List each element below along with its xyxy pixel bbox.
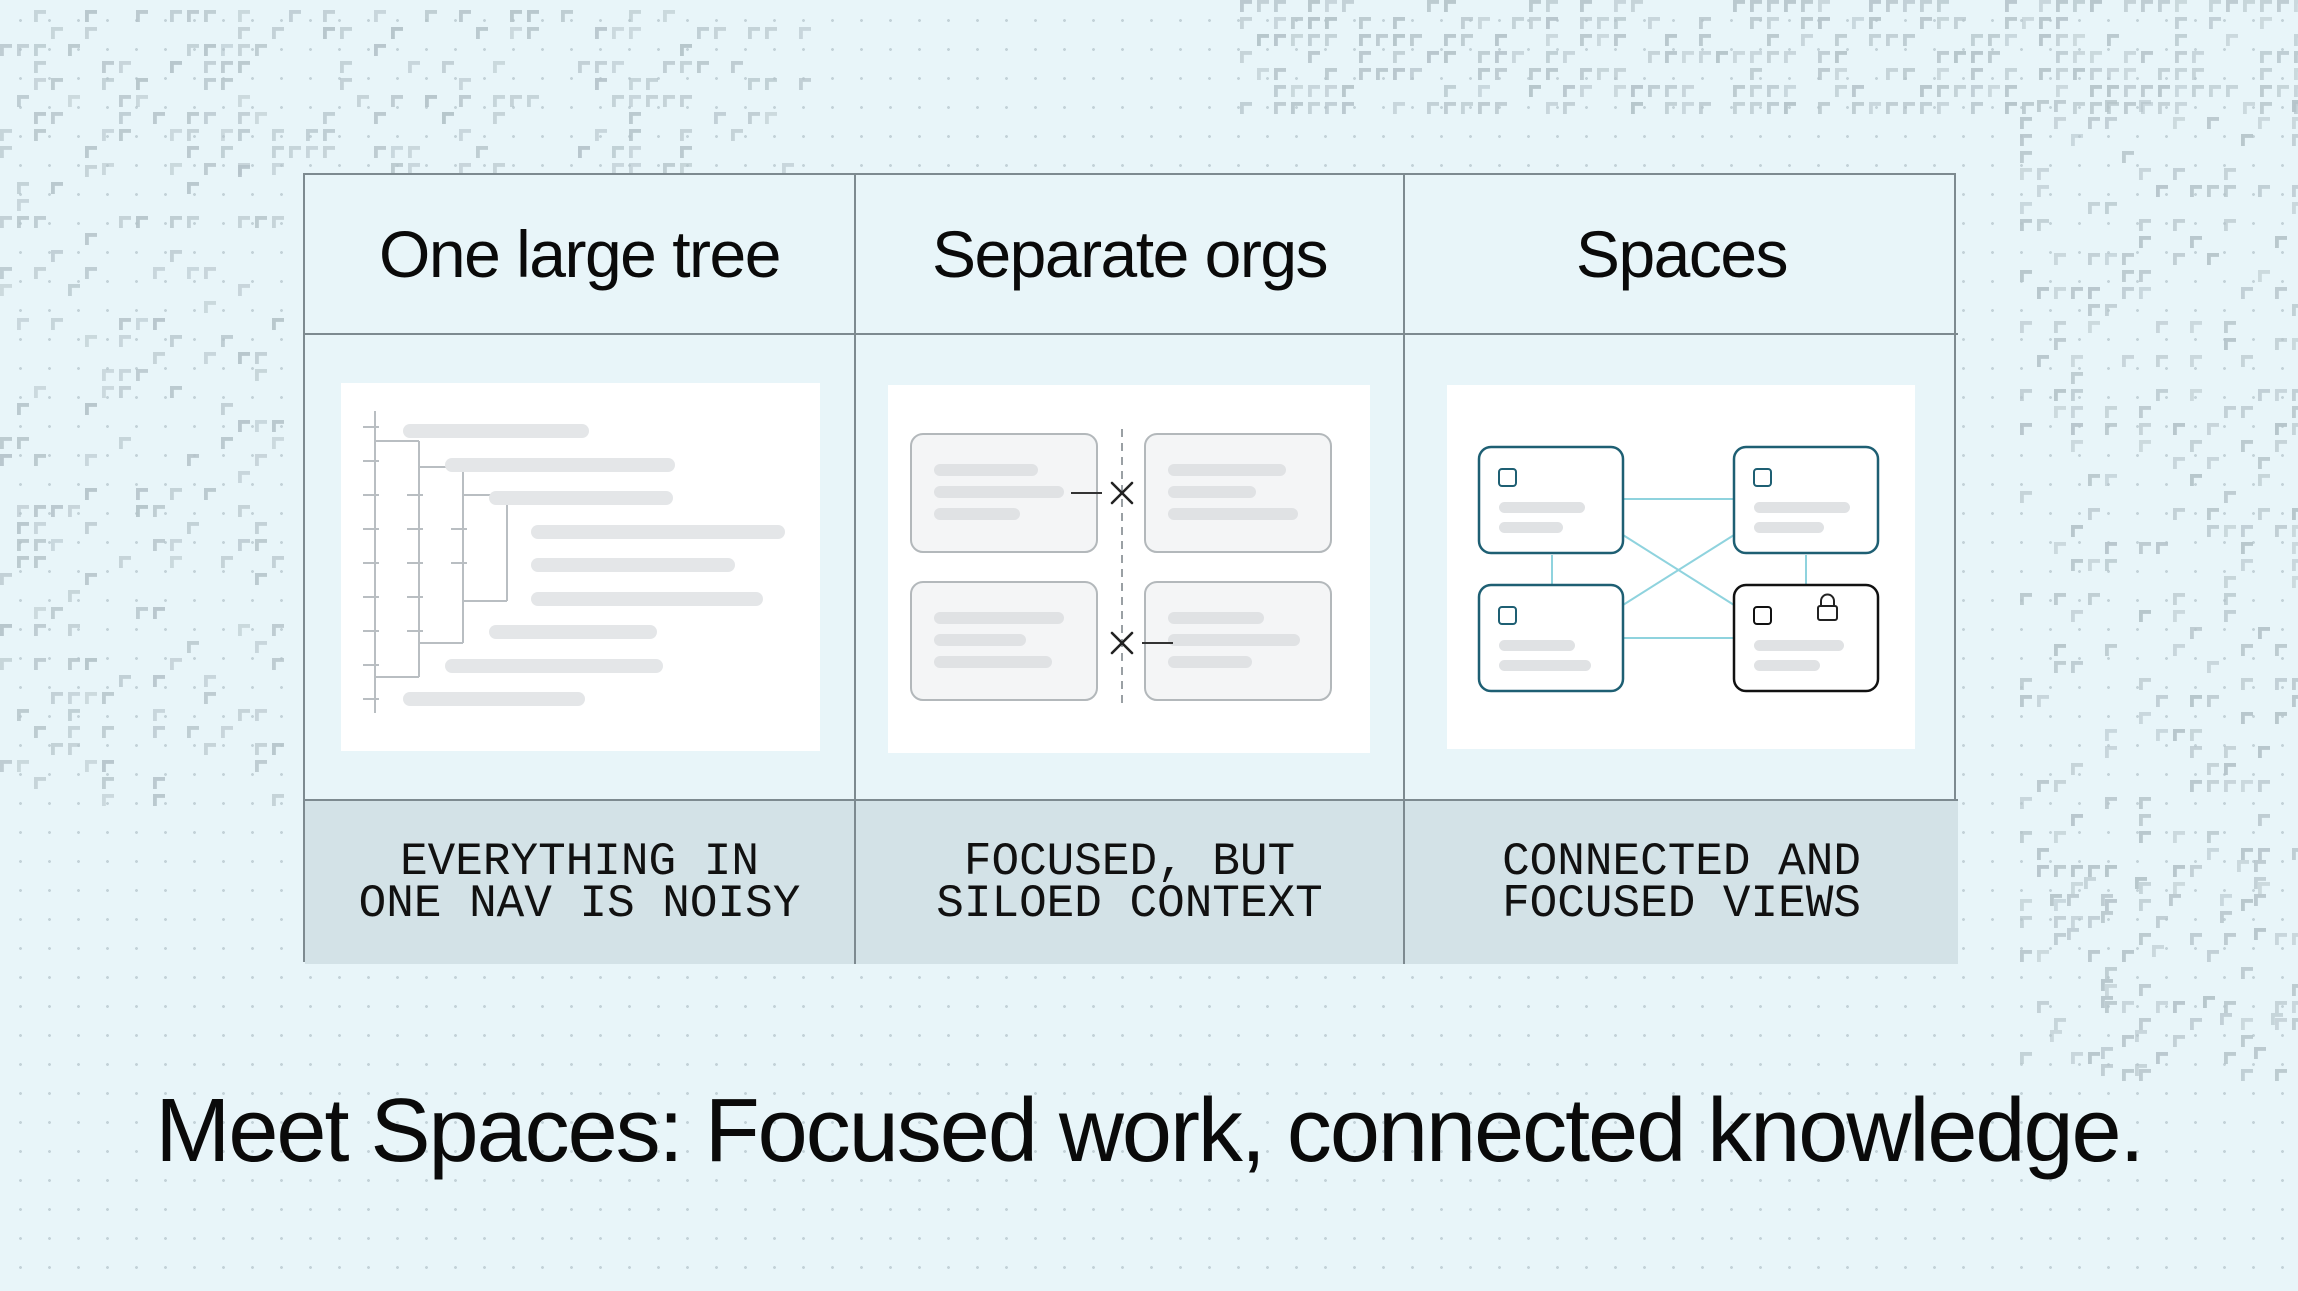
orgs-illustration-panel: [888, 385, 1370, 753]
caption-spaces-line2: FOCUSED VIEWS: [1502, 877, 1861, 930]
caption-orgs-line1: FOCUSED, BUT: [963, 835, 1296, 888]
column-title-orgs: Separate orgs: [931, 217, 1329, 291]
caption-spaces-line1: CONNECTED AND: [1502, 835, 1861, 888]
column-title-spaces: Spaces: [1575, 217, 1789, 291]
caption-tree-line2: ONE NAV IS NOISY: [358, 877, 801, 930]
orgs-illustration: [910, 429, 1332, 703]
tagline: Meet Spaces: Focused work, connected kno…: [155, 1081, 2144, 1181]
column-header-orgs: Separate orgs: [856, 175, 1405, 335]
illustration-cell-orgs: [856, 335, 1405, 801]
spaces-illustration-panel: [1447, 385, 1915, 749]
tree-illustration: [363, 411, 785, 713]
caption-spaces: CONNECTED AND FOCUSED VIEWS: [1502, 835, 1861, 930]
caption-orgs-line2: SILOED CONTEXT: [936, 877, 1323, 930]
caption-cell-orgs: FOCUSED, BUT SILOED CONTEXT: [856, 801, 1405, 964]
column-header-spaces: Spaces: [1405, 175, 1958, 335]
caption-tree: EVERYTHING IN ONE NAV IS NOISY: [358, 835, 801, 930]
close-icon: [1110, 481, 1134, 505]
spaces-illustration: [1477, 445, 1880, 693]
caption-orgs: FOCUSED, BUT SILOED CONTEXT: [936, 835, 1323, 930]
caption-cell-spaces: CONNECTED AND FOCUSED VIEWS: [1405, 801, 1958, 964]
column-title-tree: One large tree: [379, 217, 781, 291]
caption-cell-tree: EVERYTHING IN ONE NAV IS NOISY: [305, 801, 856, 964]
caption-tree-line1: EVERYTHING IN: [400, 835, 759, 888]
close-icon: [1110, 631, 1134, 655]
comparison-grid: One large tree Separate orgs Spaces: [303, 173, 1958, 964]
column-header-tree: One large tree: [305, 175, 856, 335]
tree-illustration-panel: [341, 383, 820, 751]
lock-icon: [1817, 593, 1838, 621]
illustration-cell-tree: [305, 335, 856, 801]
illustration-cell-spaces: [1405, 335, 1958, 801]
